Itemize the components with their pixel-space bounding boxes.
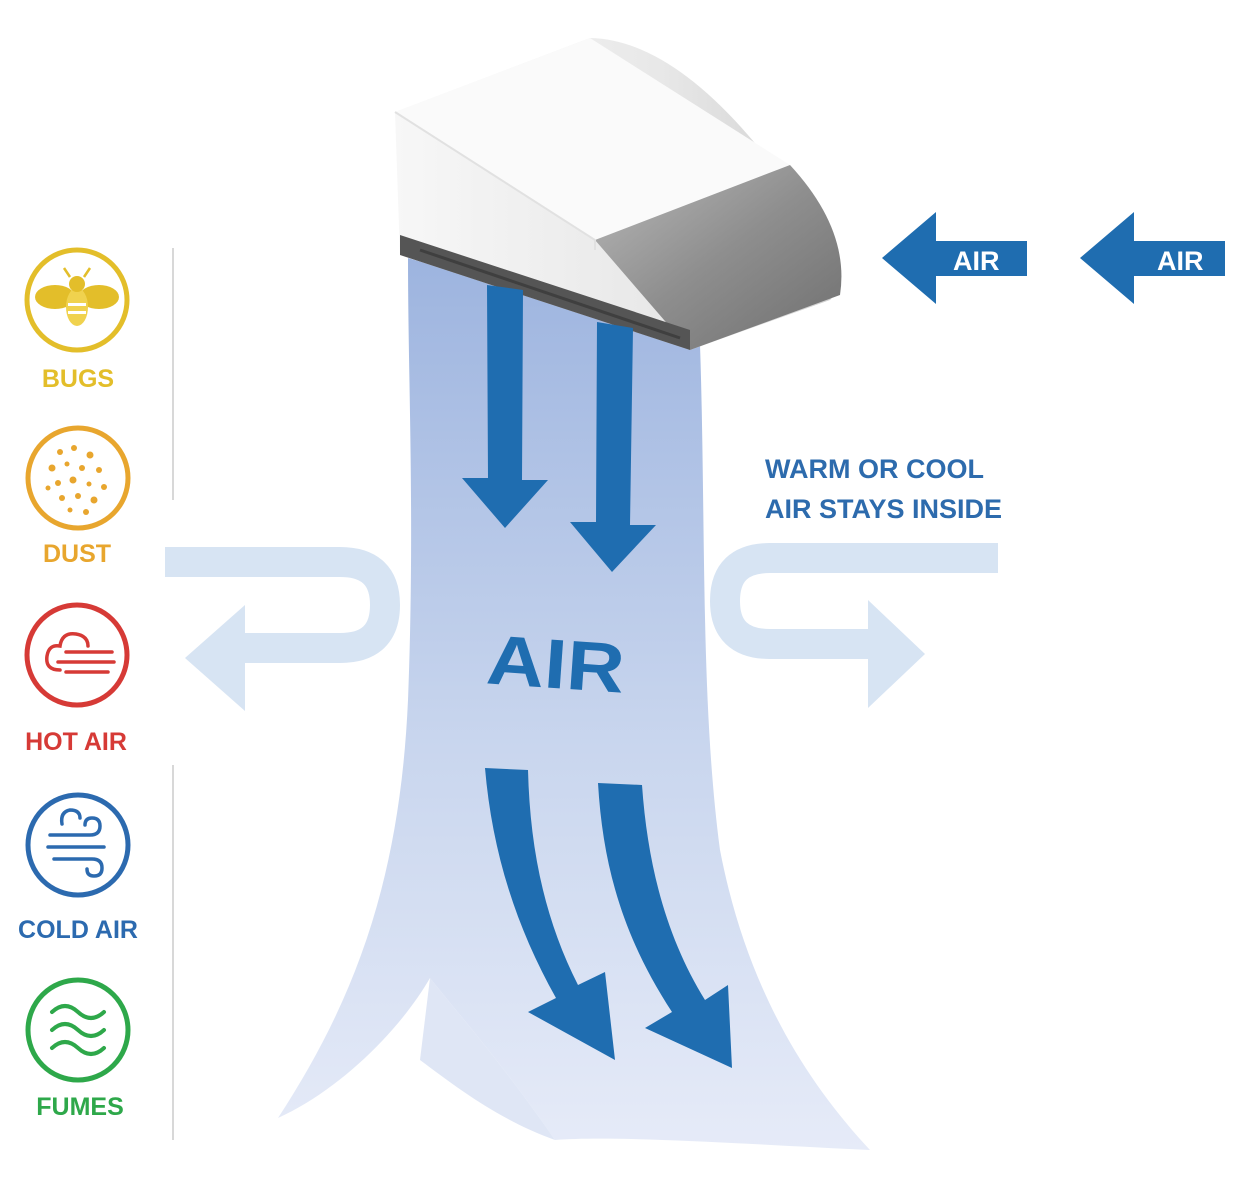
curved-arrow-left — [485, 768, 615, 1060]
hot-air-label: HOT AIR — [25, 728, 127, 756]
inside-note-line1: WARM OR COOL — [765, 454, 984, 484]
inside-deflect-arrowhead — [868, 600, 925, 708]
hot-air-icon — [45, 632, 116, 674]
cold-air-item: COLD AIR — [18, 792, 138, 944]
curtain-air-label: AIR — [484, 620, 627, 707]
air-curtain-stream — [278, 258, 870, 1150]
incoming-air-arrow-2: AIR — [1080, 212, 1225, 304]
fumes-item: FUMES — [25, 977, 131, 1121]
air-curtain-unit — [394, 38, 842, 350]
cold-air-icon — [46, 808, 106, 878]
fumes-label: FUMES — [36, 1093, 124, 1121]
air-curtain-fold — [420, 978, 555, 1140]
incoming-air-label-1: AIR — [953, 246, 1000, 276]
bee-icon — [35, 267, 119, 326]
down-arrow-left — [462, 285, 548, 528]
incoming-air-label-2: AIR — [1157, 246, 1204, 276]
outside-deflect-arrow — [165, 547, 401, 663]
bugs-label: BUGS — [42, 365, 114, 393]
curved-arrow-right — [598, 783, 732, 1068]
dust-icon — [45, 445, 107, 515]
outside-deflect-arrowhead — [185, 605, 245, 711]
down-arrow-right — [570, 322, 656, 572]
cold-air-label: COLD AIR — [18, 916, 138, 944]
fumes-icon — [50, 1004, 106, 1056]
inside-note-line2: AIR STAYS INSIDE — [765, 494, 1002, 524]
hot-air-item: HOT AIR — [24, 602, 130, 756]
bugs-item: BUGS — [24, 247, 130, 393]
dust-label: DUST — [43, 540, 111, 568]
incoming-air-arrow-1: AIR — [882, 212, 1027, 304]
dust-item: DUST — [25, 425, 131, 568]
inside-deflect-arrow — [709, 543, 998, 659]
